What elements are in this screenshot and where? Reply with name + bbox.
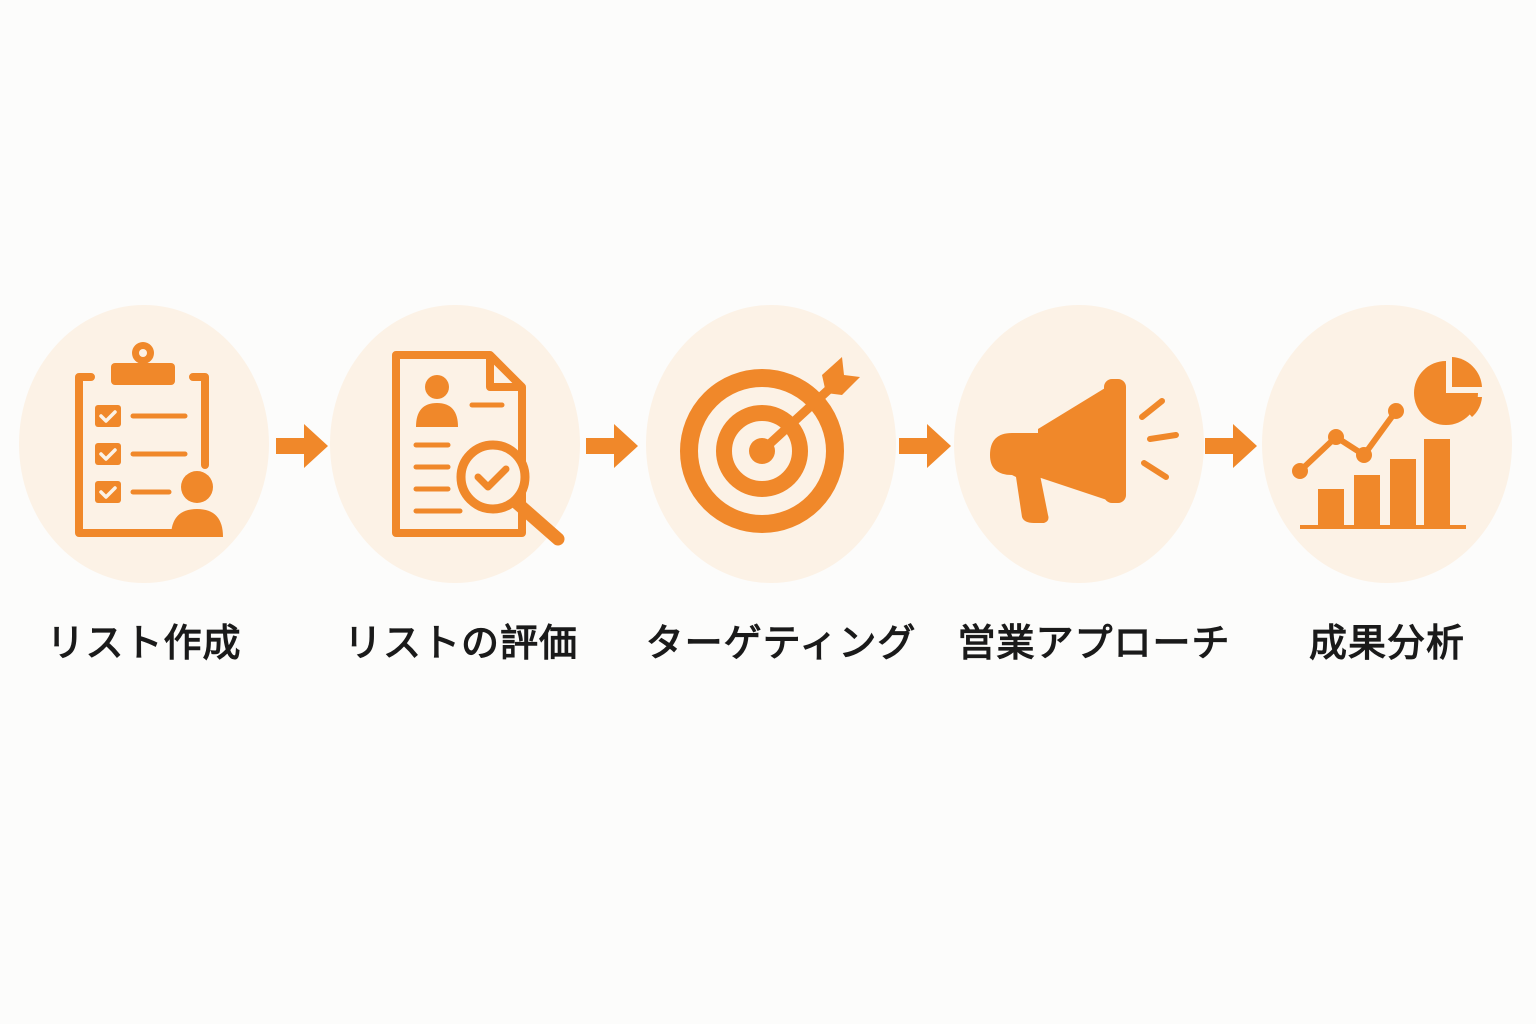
target-arrow-icon <box>680 357 860 533</box>
step-circle <box>1262 305 1512 583</box>
arrow-right-icon <box>897 420 953 472</box>
step-list-creation <box>19 305 269 585</box>
bar-line-pie-chart-icon <box>1292 357 1482 529</box>
step-label-targeting: ターゲティング <box>645 621 917 665</box>
arrow-right-icon <box>1203 420 1259 472</box>
clipboard-checklist-person-icon <box>75 342 223 537</box>
arrow-right-icon <box>584 420 640 472</box>
arrow-right-icon <box>274 420 330 472</box>
step-list-evaluation <box>330 305 580 585</box>
step-targeting <box>646 305 896 585</box>
step-label-sales-approach: 営業アプローチ <box>957 621 1231 665</box>
step-label-results-analysis: 成果分析 <box>1308 621 1465 665</box>
document-magnifier-check-icon <box>392 351 565 546</box>
step-circle <box>954 305 1204 583</box>
step-circle <box>646 305 896 583</box>
step-circle <box>330 305 580 583</box>
step-sales-approach <box>954 305 1204 585</box>
step-label-list-creation: リスト作成 <box>46 621 242 665</box>
step-label-list-evaluation: リストの評価 <box>343 621 578 665</box>
megaphone-icon <box>990 379 1179 523</box>
step-circle <box>19 305 269 583</box>
step-results-analysis <box>1262 305 1512 585</box>
